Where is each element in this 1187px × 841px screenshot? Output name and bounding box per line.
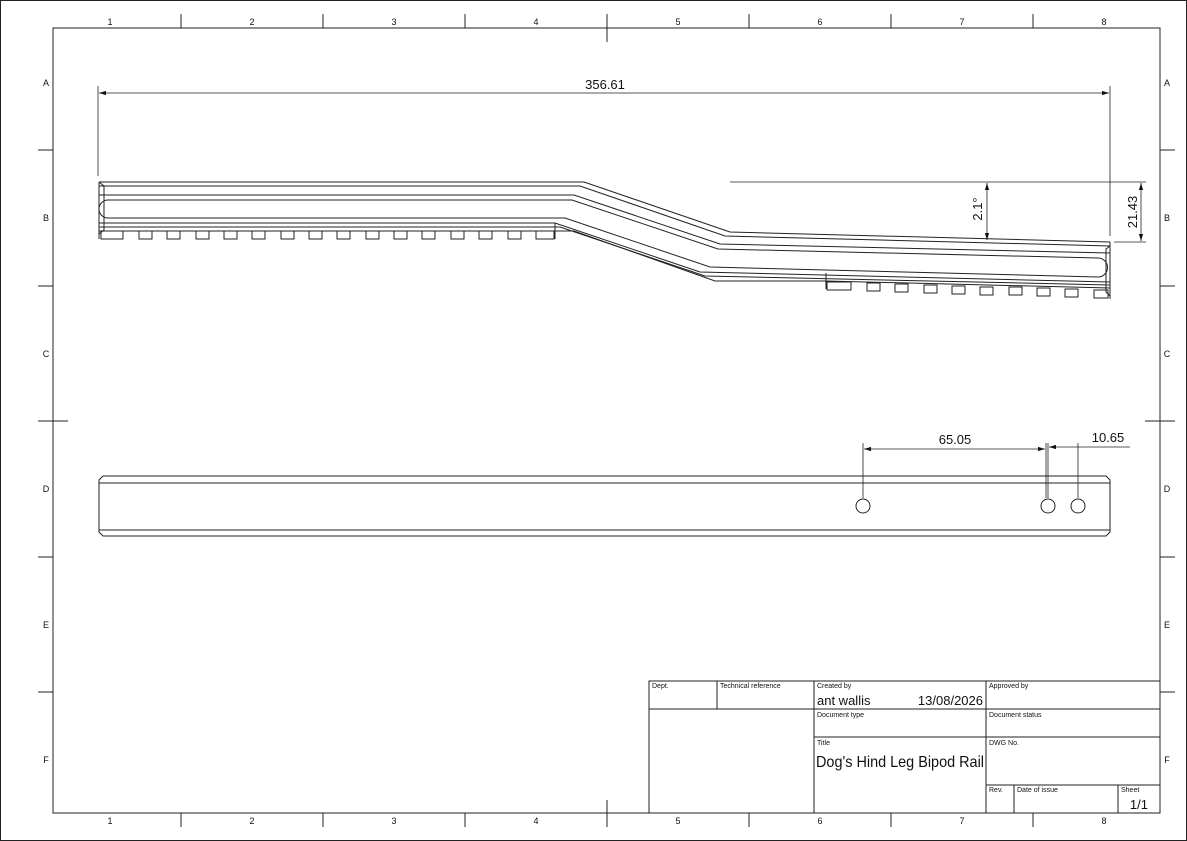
date-of-issue-label: Date of issue — [1017, 787, 1058, 794]
created-by-label: Created by — [817, 683, 852, 690]
col-label-1-bottom: 1 — [107, 816, 112, 826]
title-label: Title — [817, 740, 830, 747]
col-label-3-bottom: 3 — [391, 816, 396, 826]
approved-by-label: Approved by — [989, 683, 1029, 690]
row-label-a-right: A — [1164, 78, 1170, 88]
drawing-frame — [52, 27, 1161, 814]
dimension-height-value: 21.43 — [1125, 196, 1140, 229]
row-label-f: F — [43, 755, 49, 765]
col-label-5: 5 — [675, 17, 680, 27]
col-label-2-bottom: 2 — [249, 816, 254, 826]
dimension-hole-pitch-value: 10.65 — [1092, 430, 1125, 445]
created-by-value: ant wallis — [817, 693, 871, 708]
dimension-angle — [730, 181, 1146, 240]
dimension-angle-value: 2.1° — [970, 197, 985, 220]
dimension-overall-length-value: 356.61 — [585, 77, 625, 92]
row-label-e: E — [43, 620, 49, 630]
technical-reference-label: Technical reference — [720, 683, 781, 690]
col-label-7-bottom: 7 — [959, 816, 964, 826]
row-label-f-right: F — [1164, 755, 1170, 765]
col-label-8-bottom: 8 — [1101, 816, 1106, 826]
rail-teeth-right — [826, 281, 1109, 299]
title-block — [648, 680, 1161, 814]
mount-hole-3 — [1070, 498, 1086, 514]
row-label-b: B — [43, 213, 49, 223]
col-label-6-bottom: 6 — [817, 816, 822, 826]
row-ticks — [38, 149, 1175, 693]
row-label-d-right: D — [1164, 484, 1171, 494]
column-ticks — [180, 14, 1034, 827]
column-labels: 1 2 3 4 5 6 7 8 1 2 3 4 5 6 7 8 — [107, 17, 1106, 826]
rail-side-view — [98, 181, 1111, 299]
dimension-hole-spacing — [862, 443, 1130, 498]
row-label-e-right: E — [1164, 620, 1170, 630]
dimension-overall-length — [97, 86, 1111, 236]
col-label-4: 4 — [533, 17, 538, 27]
col-label-8: 8 — [1101, 17, 1106, 27]
rev-label: Rev. — [989, 787, 1003, 794]
dimension-height — [1114, 183, 1146, 243]
col-label-3: 3 — [391, 17, 396, 27]
col-label-5-bottom: 5 — [675, 816, 680, 826]
col-label-7: 7 — [959, 17, 964, 27]
row-labels: A B C D E F A B C D E F — [43, 78, 1171, 765]
dwg-no-label: DWG No. — [989, 740, 1019, 747]
sheet-number-value: 1/1 — [1130, 797, 1148, 812]
drawing-title: Dog's Hind Leg Bipod Rail — [816, 754, 984, 771]
rail-teeth-left — [100, 230, 555, 240]
col-label-1: 1 — [107, 17, 112, 27]
row-label-b-right: B — [1164, 213, 1170, 223]
row-label-c: C — [43, 349, 50, 359]
document-status-label: Document status — [989, 712, 1042, 719]
dept-label: Dept. — [652, 683, 669, 690]
created-date-value: 13/08/2026 — [918, 693, 983, 708]
document-type-label: Document type — [817, 712, 864, 719]
col-label-4-bottom: 4 — [533, 816, 538, 826]
sheet-label: Sheet — [1121, 787, 1139, 794]
mount-hole-2 — [1040, 498, 1056, 514]
col-label-2: 2 — [249, 17, 254, 27]
row-label-c-right: C — [1164, 349, 1171, 359]
row-label-a: A — [43, 78, 49, 88]
mount-hole-1 — [855, 498, 871, 514]
col-label-6: 6 — [817, 17, 822, 27]
rail-top-view — [98, 475, 1111, 537]
dimension-hole-spacing-value: 65.05 — [939, 432, 972, 447]
row-label-d: D — [43, 484, 50, 494]
